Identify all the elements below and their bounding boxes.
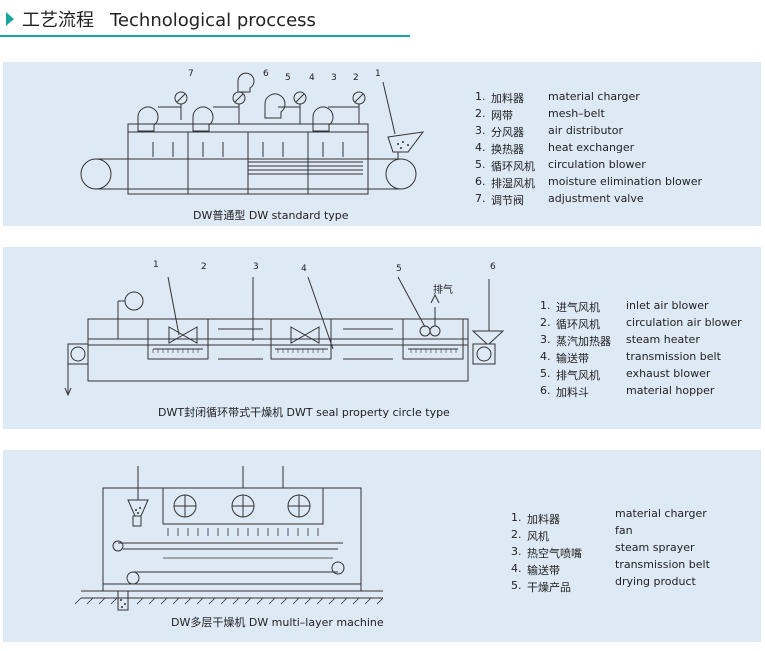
title-english: Technological proccess xyxy=(110,10,316,31)
exhaust-label: 排气 xyxy=(433,285,453,296)
callout-5: 5 xyxy=(285,73,291,83)
panel-dwt-seal: 1 2 3 4 5 6 排气 DWT封闭循环带式干燥机 DWT seal pro… xyxy=(3,247,761,429)
callout-6: 6 xyxy=(263,69,269,79)
callout-1: 1 xyxy=(375,69,381,79)
panel-dw-standard: 7 6 5 4 3 2 1 DW普通型 DW standard type 1.加… xyxy=(3,62,761,226)
callout-3: 3 xyxy=(253,262,259,272)
dw-standard-diagram: 7 6 5 4 3 2 1 xyxy=(80,69,425,195)
header-underline xyxy=(0,35,410,37)
diagram-caption: DW多层干燥机 DW multi–layer machine xyxy=(171,616,384,629)
callout-7: 7 xyxy=(188,69,194,79)
section-header: 工艺流程 Technological proccess xyxy=(0,0,765,40)
callout-1: 1 xyxy=(153,260,159,270)
callout-2: 2 xyxy=(353,73,359,83)
diagram-caption: DWT封闭循环带式干燥机 DWT seal property circle ty… xyxy=(158,406,450,419)
callout-4: 4 xyxy=(301,264,307,274)
callout-6: 6 xyxy=(490,262,496,272)
triangle-arrow-icon xyxy=(6,12,14,26)
callout-4: 4 xyxy=(309,73,315,83)
dwt-seal-diagram: 1 2 3 4 5 6 xyxy=(64,260,505,397)
section-title: 工艺流程 Technological proccess xyxy=(22,6,316,32)
callout-5: 5 xyxy=(396,264,402,274)
callout-3: 3 xyxy=(331,73,337,83)
diagram-caption: DW普通型 DW standard type xyxy=(193,209,349,222)
callout-2: 2 xyxy=(201,262,207,272)
dw-multilayer-diagram xyxy=(74,466,384,611)
title-chinese: 工艺流程 xyxy=(22,10,94,31)
